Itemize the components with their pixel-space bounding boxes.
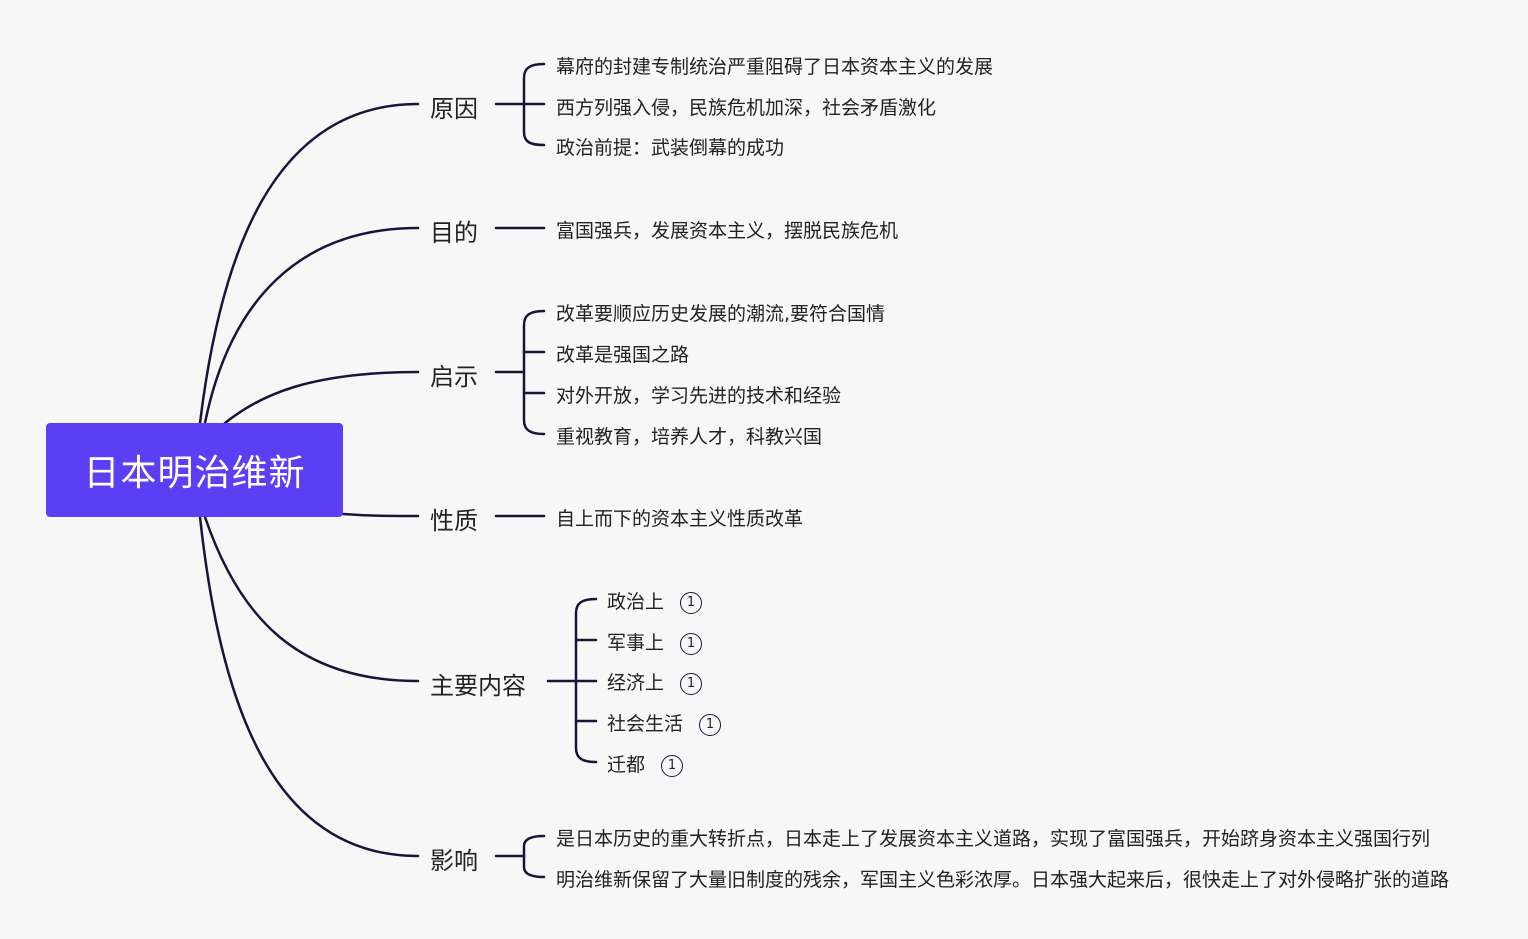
- leaf-label: 政治上: [607, 591, 665, 613]
- leaf-label: 军事上: [607, 632, 665, 654]
- connector-xingzhi: [341, 512, 420, 518]
- count-badge[interactable]: 1: [680, 672, 703, 695]
- branch-yuanyin[interactable]: 原因: [430, 95, 478, 123]
- branch-qishi[interactable]: 启示: [430, 363, 478, 391]
- branch-xingzhi[interactable]: 性质: [430, 507, 478, 535]
- leaf-neirong-5[interactable]: 迁都 1: [607, 750, 684, 777]
- leaf-neirong-1[interactable]: 政治上 1: [607, 587, 703, 614]
- leaf-mudi-1[interactable]: 富国强兵，发展资本主义，摆脱民族危机: [556, 220, 899, 242]
- leaf-neirong-4[interactable]: 社会生活 1: [607, 709, 722, 736]
- leaf-yingxiang-1[interactable]: 是日本历史的重大转折点，日本走上了发展资本主义道路，实现了富国强兵，开始跻身资本…: [556, 828, 1431, 850]
- leaf-qishi-3[interactable]: 对外开放，学习先进的技术和经验: [556, 385, 842, 407]
- leaf-yingxiang-2[interactable]: 明治维新保留了大量旧制度的残余，军国主义色彩浓厚。日本强大起来后，很快走上了对外…: [556, 869, 1450, 891]
- connector-mudi: [203, 226, 420, 425]
- leaf-label: 迁都: [607, 754, 646, 776]
- leaf-label: 社会生活: [607, 713, 684, 735]
- connector-qishi: [223, 370, 420, 425]
- connector-yingxiang: [198, 515, 420, 858]
- leaf-neirong-2[interactable]: 军事上 1: [607, 628, 703, 655]
- count-badge[interactable]: 1: [699, 713, 722, 736]
- leaf-qishi-2[interactable]: 改革是强国之路: [556, 344, 690, 366]
- leaf-yuanyin-2[interactable]: 西方列强入侵，民族危机加深，社会矛盾激化: [556, 97, 937, 119]
- leaf-label: 经济上: [607, 672, 665, 694]
- branch-mudi[interactable]: 目的: [430, 219, 478, 247]
- branch-zhuyao-neirong[interactable]: 主要内容: [430, 672, 526, 700]
- count-badge[interactable]: 1: [661, 754, 684, 777]
- connector-yuanyin: [198, 102, 420, 425]
- root-label: 日本明治维新: [83, 453, 306, 494]
- leaf-qishi-1[interactable]: 改革要顺应历史发展的潮流,要符合国情: [556, 303, 886, 325]
- root-node[interactable]: 日本明治维新: [46, 423, 343, 517]
- leaf-qishi-4[interactable]: 重视教育，培养人才，科教兴国: [556, 426, 823, 448]
- leaf-yuanyin-3[interactable]: 政治前提：武装倒幕的成功: [556, 137, 785, 159]
- count-badge[interactable]: 1: [680, 591, 703, 614]
- connector-neirong: [203, 515, 420, 683]
- count-badge[interactable]: 1: [680, 632, 703, 655]
- leaf-neirong-3[interactable]: 经济上 1: [607, 668, 703, 695]
- leaf-yuanyin-1[interactable]: 幕府的封建专制统治严重阻碍了日本资本主义的发展: [556, 56, 994, 78]
- leaf-xingzhi-1[interactable]: 自上而下的资本主义性质改革: [556, 508, 804, 530]
- branch-yingxiang[interactable]: 影响: [430, 847, 478, 875]
